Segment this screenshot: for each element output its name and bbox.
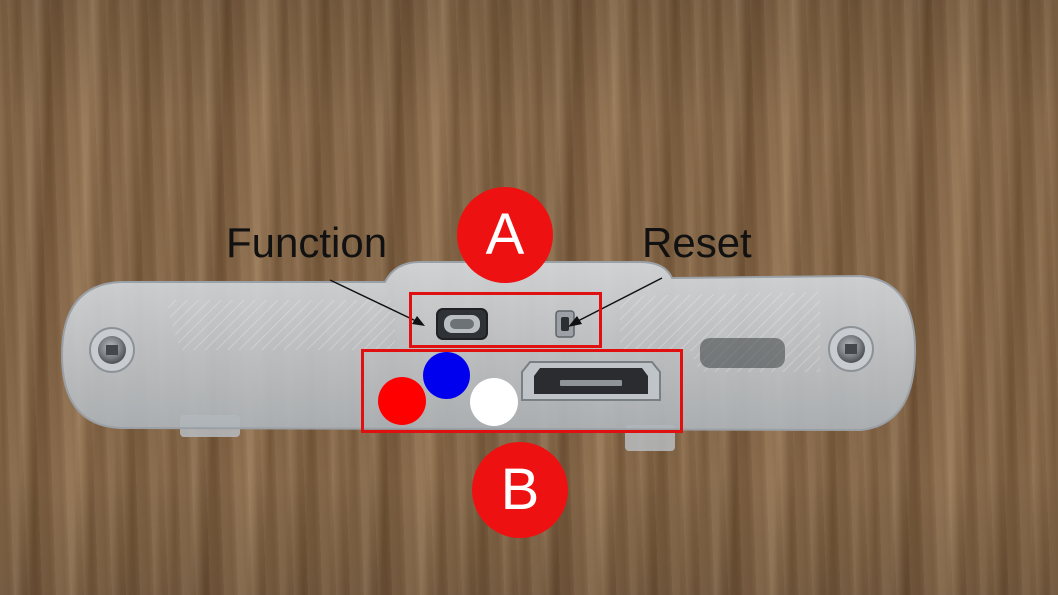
blue-led-indicator [423, 352, 470, 399]
tactile-button-icon[interactable] [436, 308, 488, 340]
reset-pointer-arrow [568, 277, 663, 327]
white-led-indicator [470, 378, 518, 426]
screw-icon [89, 327, 135, 373]
badge-b: B [472, 442, 568, 538]
highlight-box-b [361, 349, 683, 433]
badge-a: A [457, 187, 553, 283]
function-label: Function [226, 219, 388, 266]
case-infill-left [165, 300, 395, 350]
internal-shadow [700, 338, 785, 368]
function-pointer-arrow [329, 279, 425, 326]
highlight-box-a [409, 292, 602, 348]
pinhole-button-icon[interactable] [555, 310, 575, 338]
reset-label: Reset [642, 219, 752, 266]
screw-icon [828, 326, 874, 372]
micro-usb-port-icon[interactable] [521, 361, 661, 401]
red-led-indicator [378, 377, 426, 425]
